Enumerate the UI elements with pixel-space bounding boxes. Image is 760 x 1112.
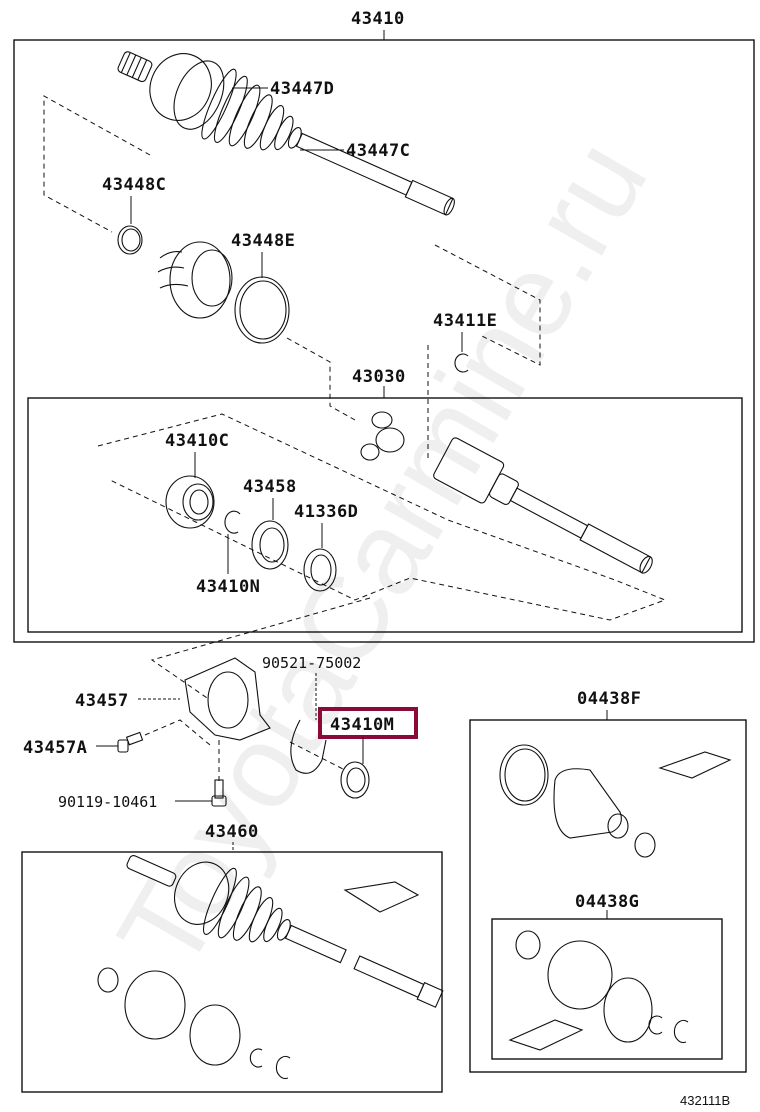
label-43410[interactable]: 43410 bbox=[351, 9, 405, 29]
phantom-line-43457A bbox=[144, 719, 211, 746]
outboard-joint-shaft-illustration bbox=[117, 51, 455, 216]
label-43410C[interactable]: 43410C bbox=[165, 431, 229, 451]
group-43460-frame bbox=[21, 851, 443, 1093]
label-43457A[interactable]: 43457A bbox=[23, 738, 87, 758]
part-43410M-seal bbox=[340, 761, 370, 799]
label-43030[interactable]: 43030 bbox=[352, 367, 406, 387]
group-43030-frame bbox=[27, 397, 743, 633]
inboard-boot-illustration bbox=[157, 241, 233, 319]
boot-kit-G-illustration bbox=[508, 930, 689, 1051]
part-43411E-snap-ring bbox=[454, 353, 469, 373]
grease-pack-icon bbox=[658, 751, 732, 779]
group-04438G-frame bbox=[491, 918, 723, 1060]
phantom-line-bracket bbox=[150, 597, 371, 701]
label-43410M[interactable]: 43410M bbox=[330, 715, 394, 735]
group-43460[interactable]: 43460 bbox=[21, 822, 443, 1093]
label-90119-10461[interactable]: 90119-10461 bbox=[58, 793, 157, 811]
label-41336D[interactable]: 41336D bbox=[294, 502, 358, 522]
part-43457A-bolt bbox=[117, 731, 144, 753]
part-41336D-seal bbox=[303, 548, 337, 592]
group-43030[interactable]: 43030 bbox=[27, 367, 743, 633]
label-43410N[interactable]: 43410N bbox=[196, 577, 260, 597]
part-90521-75002-clip bbox=[290, 719, 327, 774]
highlight-43410M[interactable]: 43410M bbox=[318, 707, 418, 739]
part-43410C-bearing bbox=[165, 475, 215, 529]
label-90521-75002[interactable]: 90521-75002 bbox=[262, 654, 361, 672]
label-43448C[interactable]: 43448C bbox=[102, 175, 166, 195]
label-04438F[interactable]: 04438F bbox=[577, 689, 641, 709]
label-43447C[interactable]: 43447C bbox=[346, 141, 410, 161]
grease-pack-icon bbox=[343, 881, 420, 913]
part-43448E-band bbox=[234, 276, 290, 344]
group-43410[interactable]: 43410 bbox=[13, 9, 755, 643]
group-04438F[interactable]: 04438F bbox=[469, 689, 747, 1073]
label-43447D[interactable]: 43447D bbox=[270, 79, 334, 99]
highlight-box-43410M bbox=[318, 707, 418, 739]
group-04438G[interactable]: 04438G bbox=[491, 892, 723, 1060]
boot-kit-F-illustration bbox=[499, 744, 732, 858]
phantom-line-left bbox=[43, 95, 151, 233]
part-43410N-snap-ring bbox=[224, 510, 241, 534]
label-43457[interactable]: 43457 bbox=[75, 691, 129, 711]
part-43458-seal bbox=[251, 520, 289, 570]
label-43411E[interactable]: 43411E bbox=[433, 311, 497, 331]
part-43457-bracket bbox=[184, 657, 271, 741]
phantom-line-right bbox=[434, 244, 541, 366]
watermark-text: ToyotaCarmine.ru bbox=[93, 119, 673, 992]
part-43448C-clamp bbox=[117, 225, 143, 255]
drive-shaft-assembly-illustration bbox=[97, 855, 444, 1080]
phantom-line-43448E bbox=[286, 337, 356, 421]
tripod-illustration bbox=[360, 411, 405, 461]
phantom-line-bearing-set bbox=[97, 413, 667, 621]
label-43448E[interactable]: 43448E bbox=[231, 231, 295, 251]
label-04438G[interactable]: 04438G bbox=[575, 892, 639, 912]
inboard-joint-illustration bbox=[433, 437, 653, 574]
watermark: ToyotaCarmine.ru bbox=[93, 119, 673, 992]
label-43460[interactable]: 43460 bbox=[205, 822, 259, 842]
phantom-line-clip bbox=[289, 741, 346, 771]
label-43458[interactable]: 43458 bbox=[243, 477, 297, 497]
figure-reference-code: 432111B bbox=[680, 1093, 730, 1108]
grease-pack-icon bbox=[508, 1019, 584, 1051]
group-04438F-frame bbox=[469, 719, 747, 1073]
